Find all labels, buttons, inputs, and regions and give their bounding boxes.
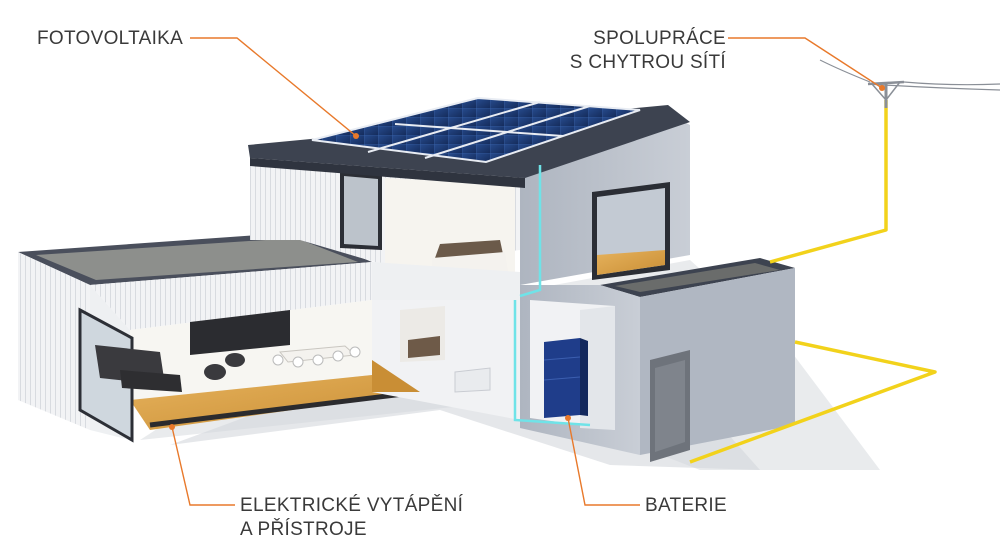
- cyan-wiring: [513, 165, 591, 427]
- leader-lines: [169, 37, 885, 506]
- middle-rooms: [372, 300, 520, 420]
- label-smart-grid-line1: SPOLUPRÁCE: [593, 28, 726, 49]
- label-smart-grid-line2: S CHYTROU SÍTÍ: [569, 52, 726, 73]
- battery-icon: [543, 338, 588, 418]
- label-battery: BATERIE: [645, 494, 727, 518]
- label-fotovoltaika: FOTOVOLTAIKA: [37, 27, 183, 51]
- label-fotovoltaika-text: FOTOVOLTAIKA: [37, 28, 184, 49]
- label-heating: ELEKTRICKÉ VYTÁPĚNÍ A PŘÍSTROJE: [240, 494, 463, 542]
- label-smart-grid: SPOLUPRÁCE S CHYTROU SÍTÍ: [560, 27, 726, 75]
- solar-panel-icon: [311, 96, 641, 164]
- grid-cable: [689, 100, 937, 464]
- label-battery-text: BATERIE: [645, 495, 727, 516]
- leader-battery: [567, 417, 640, 506]
- left-wing: [18, 232, 421, 443]
- label-heating-line1: ELEKTRICKÉ VYTÁPĚNÍ: [240, 495, 464, 516]
- label-heating-line2: A PŘÍSTROJE: [240, 519, 367, 540]
- leader-heating: [171, 426, 235, 506]
- power-pole-icon: [819, 59, 1000, 108]
- leader-grid: [728, 37, 883, 89]
- leader-fotovoltaika: [190, 37, 357, 137]
